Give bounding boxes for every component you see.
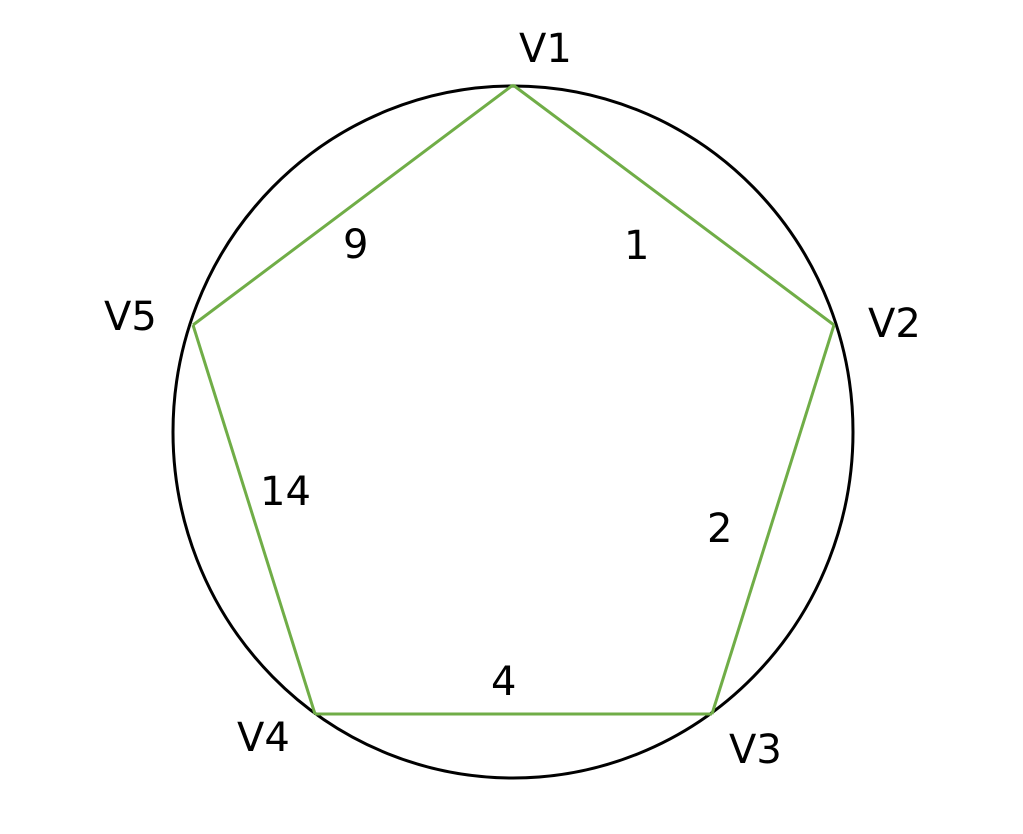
edge-v2-v3 — [710, 324, 836, 715]
edge-v4-v5 — [191, 324, 317, 715]
edge-weight-v5-v1: 9 — [343, 222, 368, 268]
edge-weight-v4-v5: 14 — [260, 469, 311, 515]
edge-v5-v1 — [192, 83, 514, 327]
vertex-label-v1: V1 — [519, 26, 572, 72]
edge-v1-v2 — [512, 83, 835, 327]
vertex-label-v3: V3 — [729, 727, 782, 773]
vertex-label-v4: V4 — [237, 715, 290, 761]
vertex-label-v2: V2 — [868, 301, 921, 347]
edge-weight-v2-v3: 2 — [707, 506, 732, 552]
edge-weight-v3-v4: 4 — [491, 659, 516, 705]
vertex-label-v5: V5 — [104, 294, 157, 340]
edge-weight-v1-v2: 1 — [624, 223, 649, 269]
